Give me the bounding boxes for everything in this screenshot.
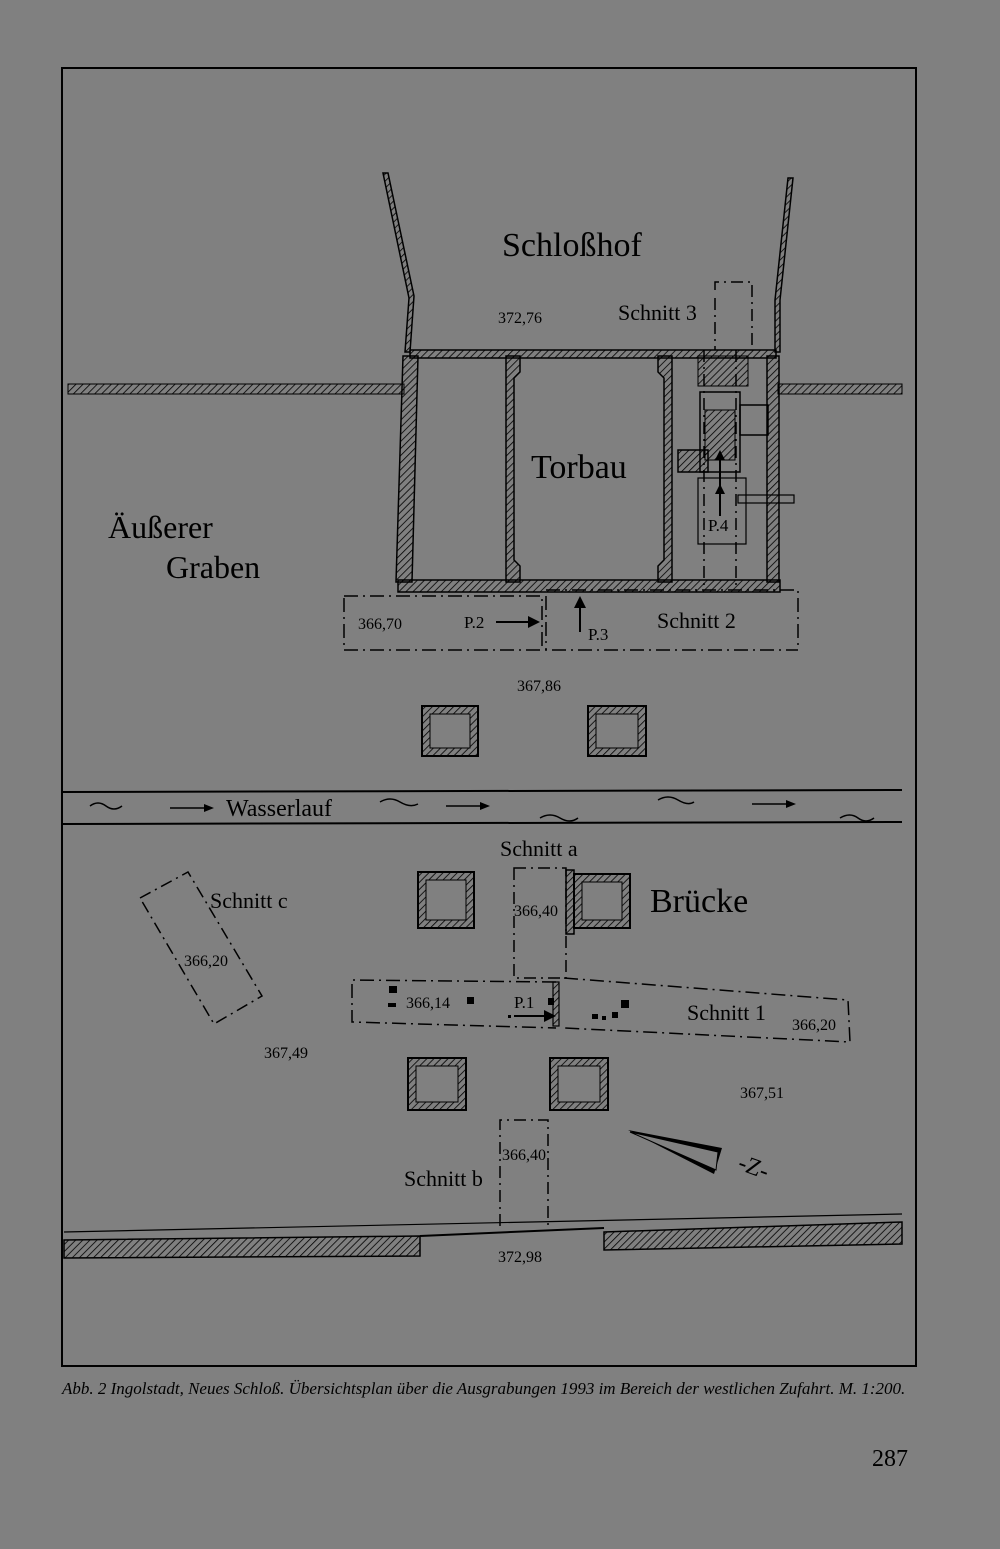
- elevation-36640-b: 366,40: [502, 1147, 546, 1164]
- elevation-36620-1: 366,20: [792, 1017, 836, 1034]
- label-torbau: Torbau: [531, 449, 627, 486]
- label-schnitt-2: Schnitt 2: [657, 608, 736, 633]
- label-p4: P.4: [708, 516, 729, 535]
- label-bruecke: Brücke: [650, 883, 748, 920]
- label-schnitt-c: Schnitt c: [210, 888, 288, 913]
- schnitt-2-outline: [343, 589, 799, 651]
- label-p1: P.1: [514, 993, 534, 1012]
- finds-markers: [388, 986, 629, 1020]
- schnitt-a-outline: [513, 867, 567, 979]
- label-graben: Graben: [166, 549, 260, 585]
- pillars-upper: [421, 705, 647, 757]
- schnitt-b-outline: [499, 1119, 549, 1226]
- label-schlosshof: Schloßhof: [502, 227, 642, 264]
- figure-caption: Abb. 2 Ingolstadt, Neues Schloß. Übersic…: [62, 1379, 906, 1398]
- elevation-37276: 372,76: [498, 310, 542, 327]
- label-schnitt-a: Schnitt a: [500, 836, 578, 861]
- schnitt-c-outline: [138, 870, 264, 1026]
- figure-frame: [61, 67, 917, 1367]
- label-schnitt-b: Schnitt b: [404, 1166, 483, 1191]
- wasserlauf: [61, 789, 903, 825]
- elevation-37298: 372,98: [498, 1249, 542, 1266]
- elevation-36614: 366,14: [406, 995, 450, 1012]
- p1-arrow: [514, 1010, 556, 1022]
- label-p3: P.3: [588, 625, 608, 644]
- elevation-36749: 367,49: [264, 1045, 308, 1062]
- label-schnitt-1: Schnitt 1: [687, 1000, 766, 1025]
- elevation-36620-c: 366,20: [184, 953, 228, 970]
- profile-arrows: [496, 596, 586, 632]
- pillars-bridge: [407, 869, 631, 1111]
- label-aeusserer: Äußerer: [108, 509, 213, 545]
- elevation-36670: 366,70: [358, 616, 402, 633]
- label-schnitt-3: Schnitt 3: [618, 300, 697, 325]
- label-p2: P.2: [464, 613, 484, 632]
- torbau-building: [395, 349, 795, 593]
- schnitt-1-outline: [351, 977, 851, 1043]
- bottom-wall: [63, 1213, 903, 1259]
- schnitt-3-outline: [703, 281, 753, 586]
- elevation-36751: 367,51: [740, 1085, 784, 1102]
- elevation-36640-a: 366,40: [514, 903, 558, 920]
- label-north: -Z-: [735, 1150, 773, 1185]
- label-wasserlauf: Wasserlauf: [226, 796, 332, 822]
- elevation-36786: 367,86: [517, 678, 561, 695]
- page-number: 287: [872, 1446, 908, 1472]
